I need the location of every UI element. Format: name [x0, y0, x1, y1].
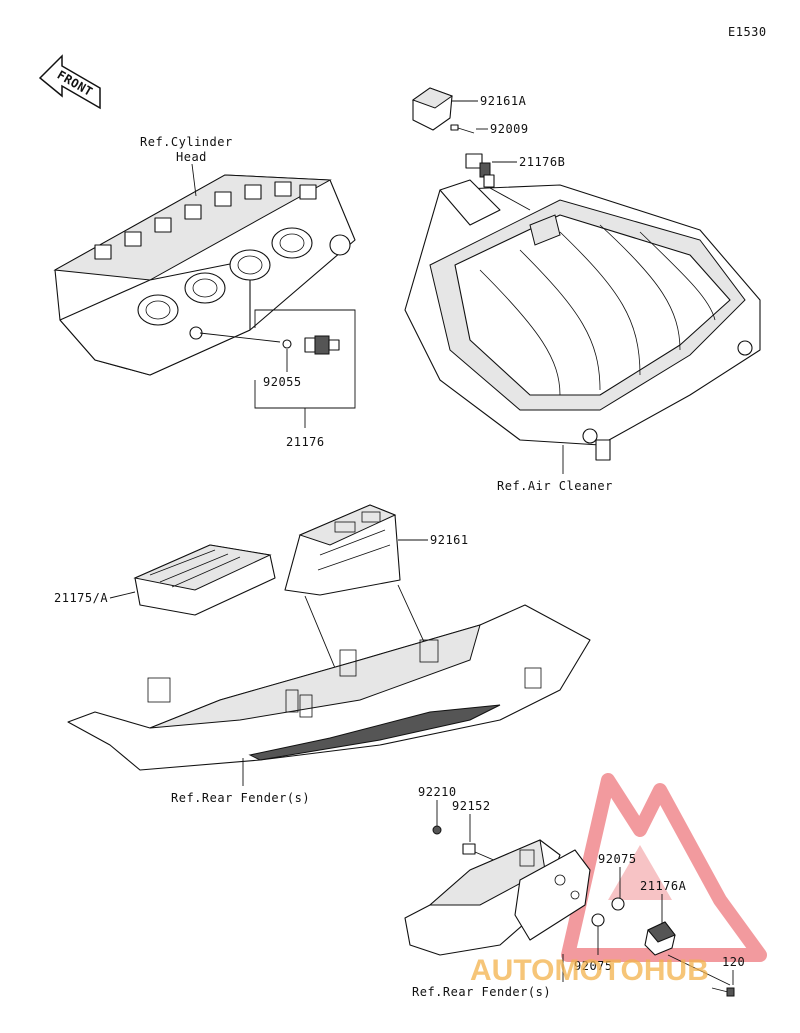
o-ring-92055	[282, 339, 292, 349]
label-ref-rear-fender-upper: Ref.Rear Fender(s)	[171, 791, 310, 805]
label-92075-top: 92075	[598, 852, 637, 866]
watermark-text: AUTOMOTOHUB	[470, 954, 709, 987]
label-92161: 92161	[430, 533, 469, 547]
air-cleaner-drawing	[404, 179, 761, 461]
rubber-case-92161	[284, 504, 401, 596]
sensor-21176b	[465, 153, 495, 188]
label-92161a: 92161A	[480, 94, 527, 108]
rear-fender-upper	[67, 604, 591, 771]
sensor-21176a	[644, 921, 676, 956]
label-21176a: 21176A	[640, 879, 687, 893]
grommet-92075-top	[611, 897, 625, 911]
label-92152: 92152	[452, 799, 491, 813]
collar-92152	[462, 843, 476, 855]
nut-92210	[432, 825, 442, 835]
watermark-logo	[561, 773, 767, 962]
label-ref-air-cleaner: Ref.Air Cleaner	[497, 479, 613, 493]
screw-92009	[450, 124, 475, 134]
label-92009: 92009	[490, 122, 529, 136]
label-92075-bottom: 92075	[574, 959, 613, 973]
label-ref-rear-fender-lower: Ref.Rear Fender(s)	[412, 985, 551, 999]
cylinder-head-drawing	[53, 174, 356, 376]
label-21175a: 21175/A	[54, 591, 108, 605]
front-arrow-icon: FRONT	[38, 54, 101, 110]
label-21176: 21176	[286, 435, 325, 449]
sensor-21176	[304, 335, 340, 355]
label-21176b: 21176B	[519, 155, 565, 169]
ecu-21175a	[133, 544, 276, 616]
label-ref-cylinder-head-2: Head	[176, 150, 207, 164]
label-120: 120	[722, 955, 745, 969]
label-ref-cylinder-head-1: Ref.Cylinder	[140, 135, 233, 149]
rear-fender-lower	[404, 839, 591, 956]
rubber-92161a	[411, 87, 454, 131]
bolt-120	[711, 987, 735, 997]
label-92210: 92210	[418, 785, 457, 799]
grommet-92075-bottom	[591, 913, 605, 927]
label-92055: 92055	[263, 375, 302, 389]
figure-code: E1530	[728, 25, 767, 39]
